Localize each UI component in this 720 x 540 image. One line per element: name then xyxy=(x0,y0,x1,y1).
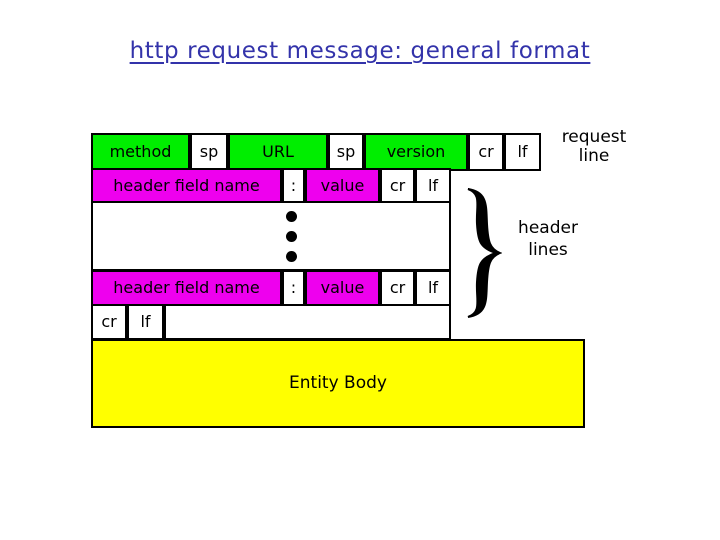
label-request-line: request line xyxy=(546,128,642,166)
label-request-line-line2: line xyxy=(578,146,610,166)
label-header-lines-line1: header xyxy=(518,218,578,238)
ellipsis-dot xyxy=(285,210,297,222)
cell-entity-body: Entity Body xyxy=(91,339,585,428)
cell-sp-1: sp xyxy=(190,133,228,171)
cell-value-first: value xyxy=(305,168,380,203)
vertical-ellipsis-icon xyxy=(280,205,302,267)
cell-sp-2: sp xyxy=(328,133,364,171)
cell-lf-header-last: lf xyxy=(415,270,451,306)
cell-lf-header-first: lf xyxy=(415,168,451,203)
cell-version: version xyxy=(364,133,468,171)
ellipsis-dot xyxy=(285,230,297,242)
cell-colon-first: : xyxy=(282,168,305,203)
cell-method: method xyxy=(91,133,190,171)
ellipsis-dot xyxy=(285,250,297,262)
cell-header-field-name-last: header field name xyxy=(91,270,282,306)
cell-colon-last: : xyxy=(282,270,305,306)
curly-brace-icon xyxy=(467,188,502,318)
cell-lf-blank-line: lf xyxy=(127,304,164,340)
cell-cr-request-line: cr xyxy=(468,133,504,171)
cell-header-field-name-first: header field name xyxy=(91,168,282,203)
cell-blank-line-filler xyxy=(164,304,451,340)
cell-value-last: value xyxy=(305,270,380,306)
label-header-lines: header lines xyxy=(498,217,598,261)
cell-cr-header-last: cr xyxy=(380,270,415,306)
cell-header-lines-gap xyxy=(91,201,451,271)
cell-cr-header-first: cr xyxy=(380,168,415,203)
cell-lf-request-line: lf xyxy=(504,133,541,171)
page-title: http request message: general format xyxy=(129,38,591,64)
label-request-line-line1: request xyxy=(561,127,627,147)
label-header-lines-line2: lines xyxy=(528,240,568,260)
cell-url: URL xyxy=(228,133,328,171)
cell-cr-blank-line: cr xyxy=(91,304,127,340)
